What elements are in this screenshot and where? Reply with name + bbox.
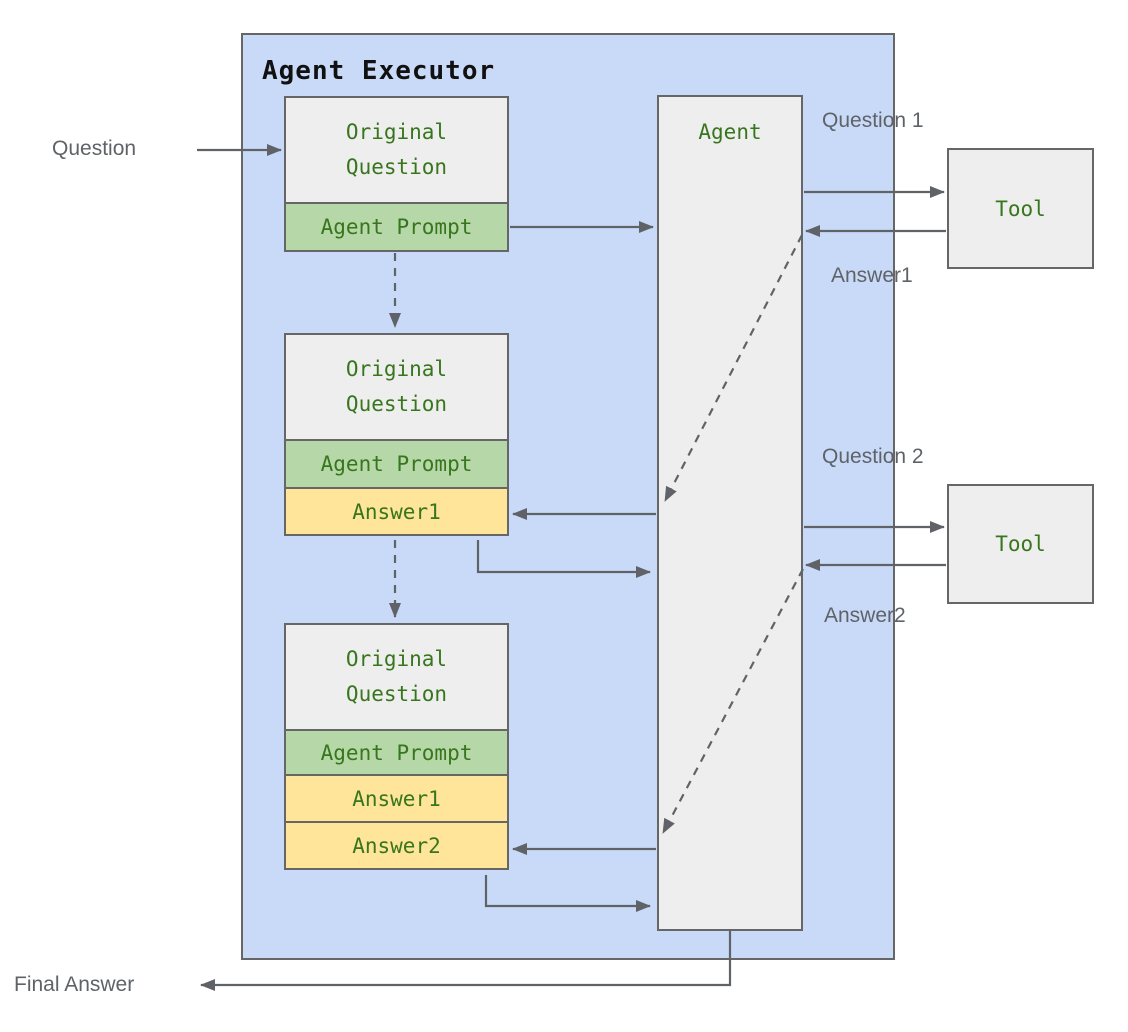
question2-edge-label: Question 2 — [822, 445, 924, 468]
scratchpad-block-3: Original Question Agent Prompt Answer1 A… — [284, 623, 509, 870]
original-question-label: Original Question — [345, 120, 448, 179]
original-question-label: Original Question — [345, 357, 448, 416]
answer1-row: Answer1 — [286, 487, 507, 534]
agent-prompt-label: Agent Prompt — [320, 452, 473, 476]
diagram-title: Agent Executor — [262, 56, 496, 86]
agent-label: Agent — [698, 120, 762, 144]
agent-prompt-label: Agent Prompt — [320, 740, 473, 765]
answer2-row: Answer2 — [286, 821, 507, 868]
final-answer-edge-label: Final Answer — [14, 973, 135, 996]
original-question-row: Original Question — [286, 98, 507, 202]
original-question-label: Original Question — [345, 647, 448, 706]
agent-prompt-row: Agent Prompt — [286, 729, 507, 774]
tool-label: Tool — [995, 532, 1046, 556]
tool-label: Tool — [995, 196, 1046, 221]
tool-box-1: Tool — [947, 148, 1094, 269]
answer2-label: Answer2 — [352, 833, 441, 858]
original-question-row: Original Question — [286, 335, 507, 439]
answer1-edge-label: Answer1 — [831, 264, 913, 287]
agent-box: Agent — [657, 95, 803, 931]
agent-prompt-row: Agent Prompt — [286, 439, 507, 487]
answer1-row: Answer1 — [286, 774, 507, 821]
original-question-row: Original Question — [286, 625, 507, 729]
agent-prompt-label: Agent Prompt — [320, 215, 473, 239]
answer2-edge-label: Answer2 — [824, 604, 906, 627]
agent-prompt-row: Agent Prompt — [286, 202, 507, 250]
tool-box-2: Tool — [947, 484, 1094, 604]
answer1-label: Answer1 — [352, 499, 441, 524]
question1-edge-label: Question 1 — [822, 109, 924, 132]
answer1-label: Answer1 — [352, 786, 441, 811]
scratchpad-block-1: Original Question Agent Prompt — [284, 96, 509, 252]
scratchpad-block-2: Original Question Agent Prompt Answer1 — [284, 333, 509, 536]
question-edge-label: Question — [52, 137, 137, 160]
